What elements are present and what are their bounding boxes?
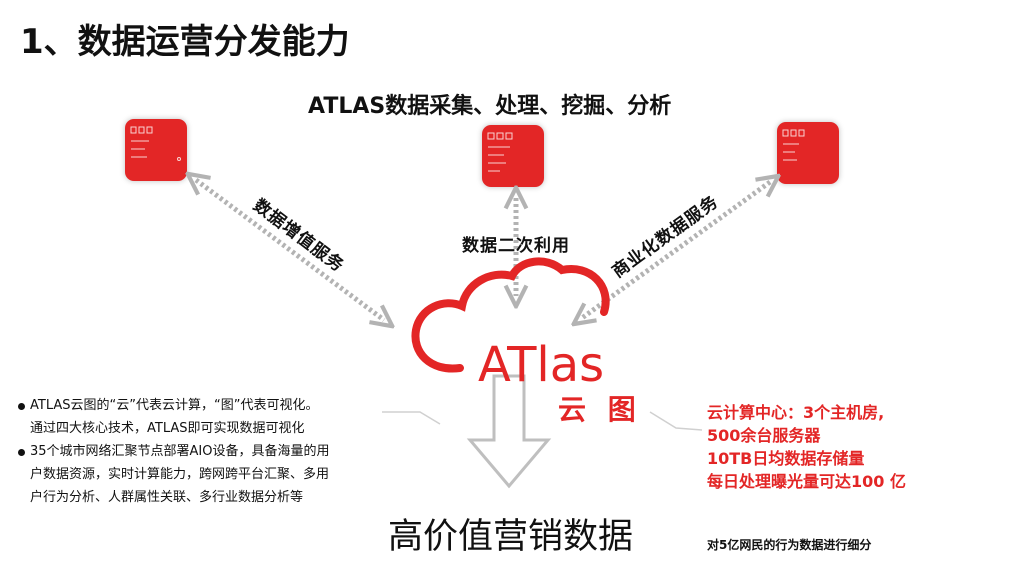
page-title: 1、数据运营分发能力	[20, 22, 350, 62]
callout-line-left	[382, 411, 441, 425]
app-tile-icon	[130, 126, 181, 161]
bullet-dot-icon	[18, 403, 25, 410]
app-tile-icon	[487, 132, 513, 172]
bullet-line: ATLAS云图的“云”代表云计算，“图”代表可视化。	[30, 398, 319, 413]
footnote: 对5亿网民的行为数据进行细分	[707, 538, 872, 552]
feature-bullet-list: ATLAS云图的“云”代表云计算，“图”代表可视化。 通过四大核心技术，ATLA…	[18, 394, 398, 509]
down-arrow-icon	[466, 374, 552, 489]
diagram-subtitle: ATLAS数据采集、处理、挖掘、分析	[308, 94, 672, 119]
callout-line-right	[649, 411, 703, 431]
arrow-right-diagonal	[582, 182, 770, 318]
bullet-item: 35个城市网络汇聚节点部署AIO设备，具备海量的用 户数据资源，实时计算能力，跨…	[18, 440, 398, 509]
bullet-line: 户数据资源，实时计算能力，跨网跨平台汇聚、多用	[30, 467, 330, 482]
bullet-line: 35个城市网络汇聚节点部署AIO设备，具备海量的用	[30, 444, 330, 459]
cloud-logo-icon	[411, 257, 610, 373]
app-tile-icon	[782, 129, 805, 161]
logo-chinese-name: 云 图	[558, 393, 642, 426]
stat-line: 10TB日均数据存储量	[707, 449, 865, 468]
stat-line: 每日处理曝光量可达100 亿	[707, 472, 906, 491]
app-tile-left	[125, 119, 187, 181]
bullet-item: ATLAS云图的“云”代表云计算，“图”代表可视化。 通过四大核心技术，ATLA…	[18, 394, 398, 440]
stats-panel: 云计算中心：3个主机房, 500余台服务器 10TB日均数据存储量 每日处理曝光…	[707, 401, 906, 493]
bullet-line: 通过四大核心技术，ATLAS即可实现数据可视化	[30, 421, 305, 436]
bullet-dot-icon	[18, 449, 25, 456]
stat-line: 云计算中心：3个主机房,	[707, 403, 885, 422]
logo-wordmark: ATlas	[478, 337, 604, 393]
app-tile-right	[777, 122, 839, 184]
output-label: 高价值营销数据	[388, 517, 634, 557]
bullet-line: 户行为分析、人群属性关联、多行业数据分析等	[30, 490, 304, 505]
app-tile-center	[482, 125, 544, 187]
stat-line: 500余台服务器	[707, 426, 821, 445]
flow-label-center: 数据二次利用	[462, 236, 570, 256]
